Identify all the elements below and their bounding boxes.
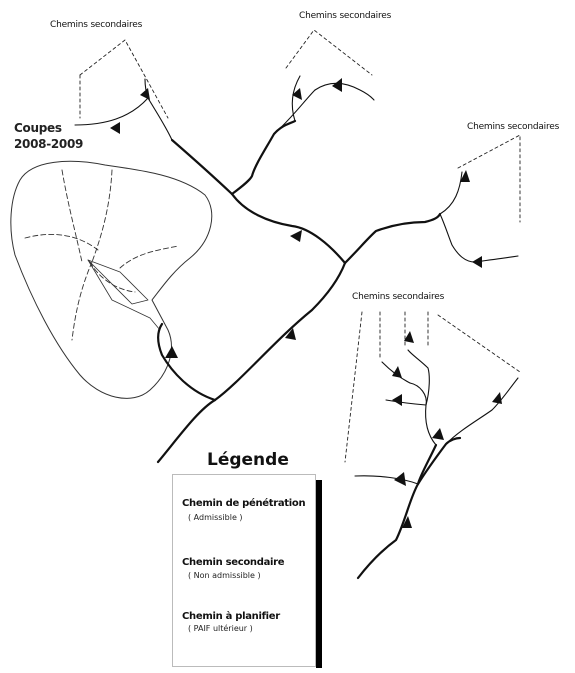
legend-item-penetration-label: Chemin de pénétration: [182, 498, 306, 509]
label-secondary-paths-e: Chemins secondaires: [467, 122, 560, 132]
legend-item-planned-sublabel: ( PAIF ultérieur ): [188, 624, 253, 633]
legend-shadow: [316, 480, 322, 668]
planned-paths-cut: [24, 169, 179, 341]
label-cuts-line1: Coupes: [14, 121, 62, 135]
label-secondary-paths-nw: Chemins secondaires: [50, 20, 143, 30]
legend-item-secondary-sublabel: ( Non admissible ): [188, 571, 261, 580]
label-secondary-paths-se: Chemins secondaires: [352, 292, 445, 302]
legend-item-planned-label: Chemin à planifier: [182, 611, 280, 622]
direction-arrows: [110, 78, 502, 528]
label-cuts-line2: 2008-2009: [14, 137, 84, 151]
legend-title: Légende: [207, 450, 289, 470]
planned-boundaries: [79, 29, 521, 463]
legend-item-penetration-sublabel: ( Admissible ): [188, 513, 243, 522]
cut-block-inner-2: [87, 259, 161, 331]
legend-box: Chemin de pénétration ( Admissible ) Che…: [172, 474, 316, 667]
cut-block-inner: [87, 259, 149, 305]
legend-item-secondary-label: Chemin secondaire: [182, 557, 285, 568]
cut-block-outline: [10, 160, 213, 399]
secondary-roads: [74, 75, 519, 485]
label-secondary-paths-n: Chemins secondaires: [299, 11, 392, 21]
label-cuts: Coupes 2008-2009: [14, 120, 83, 152]
